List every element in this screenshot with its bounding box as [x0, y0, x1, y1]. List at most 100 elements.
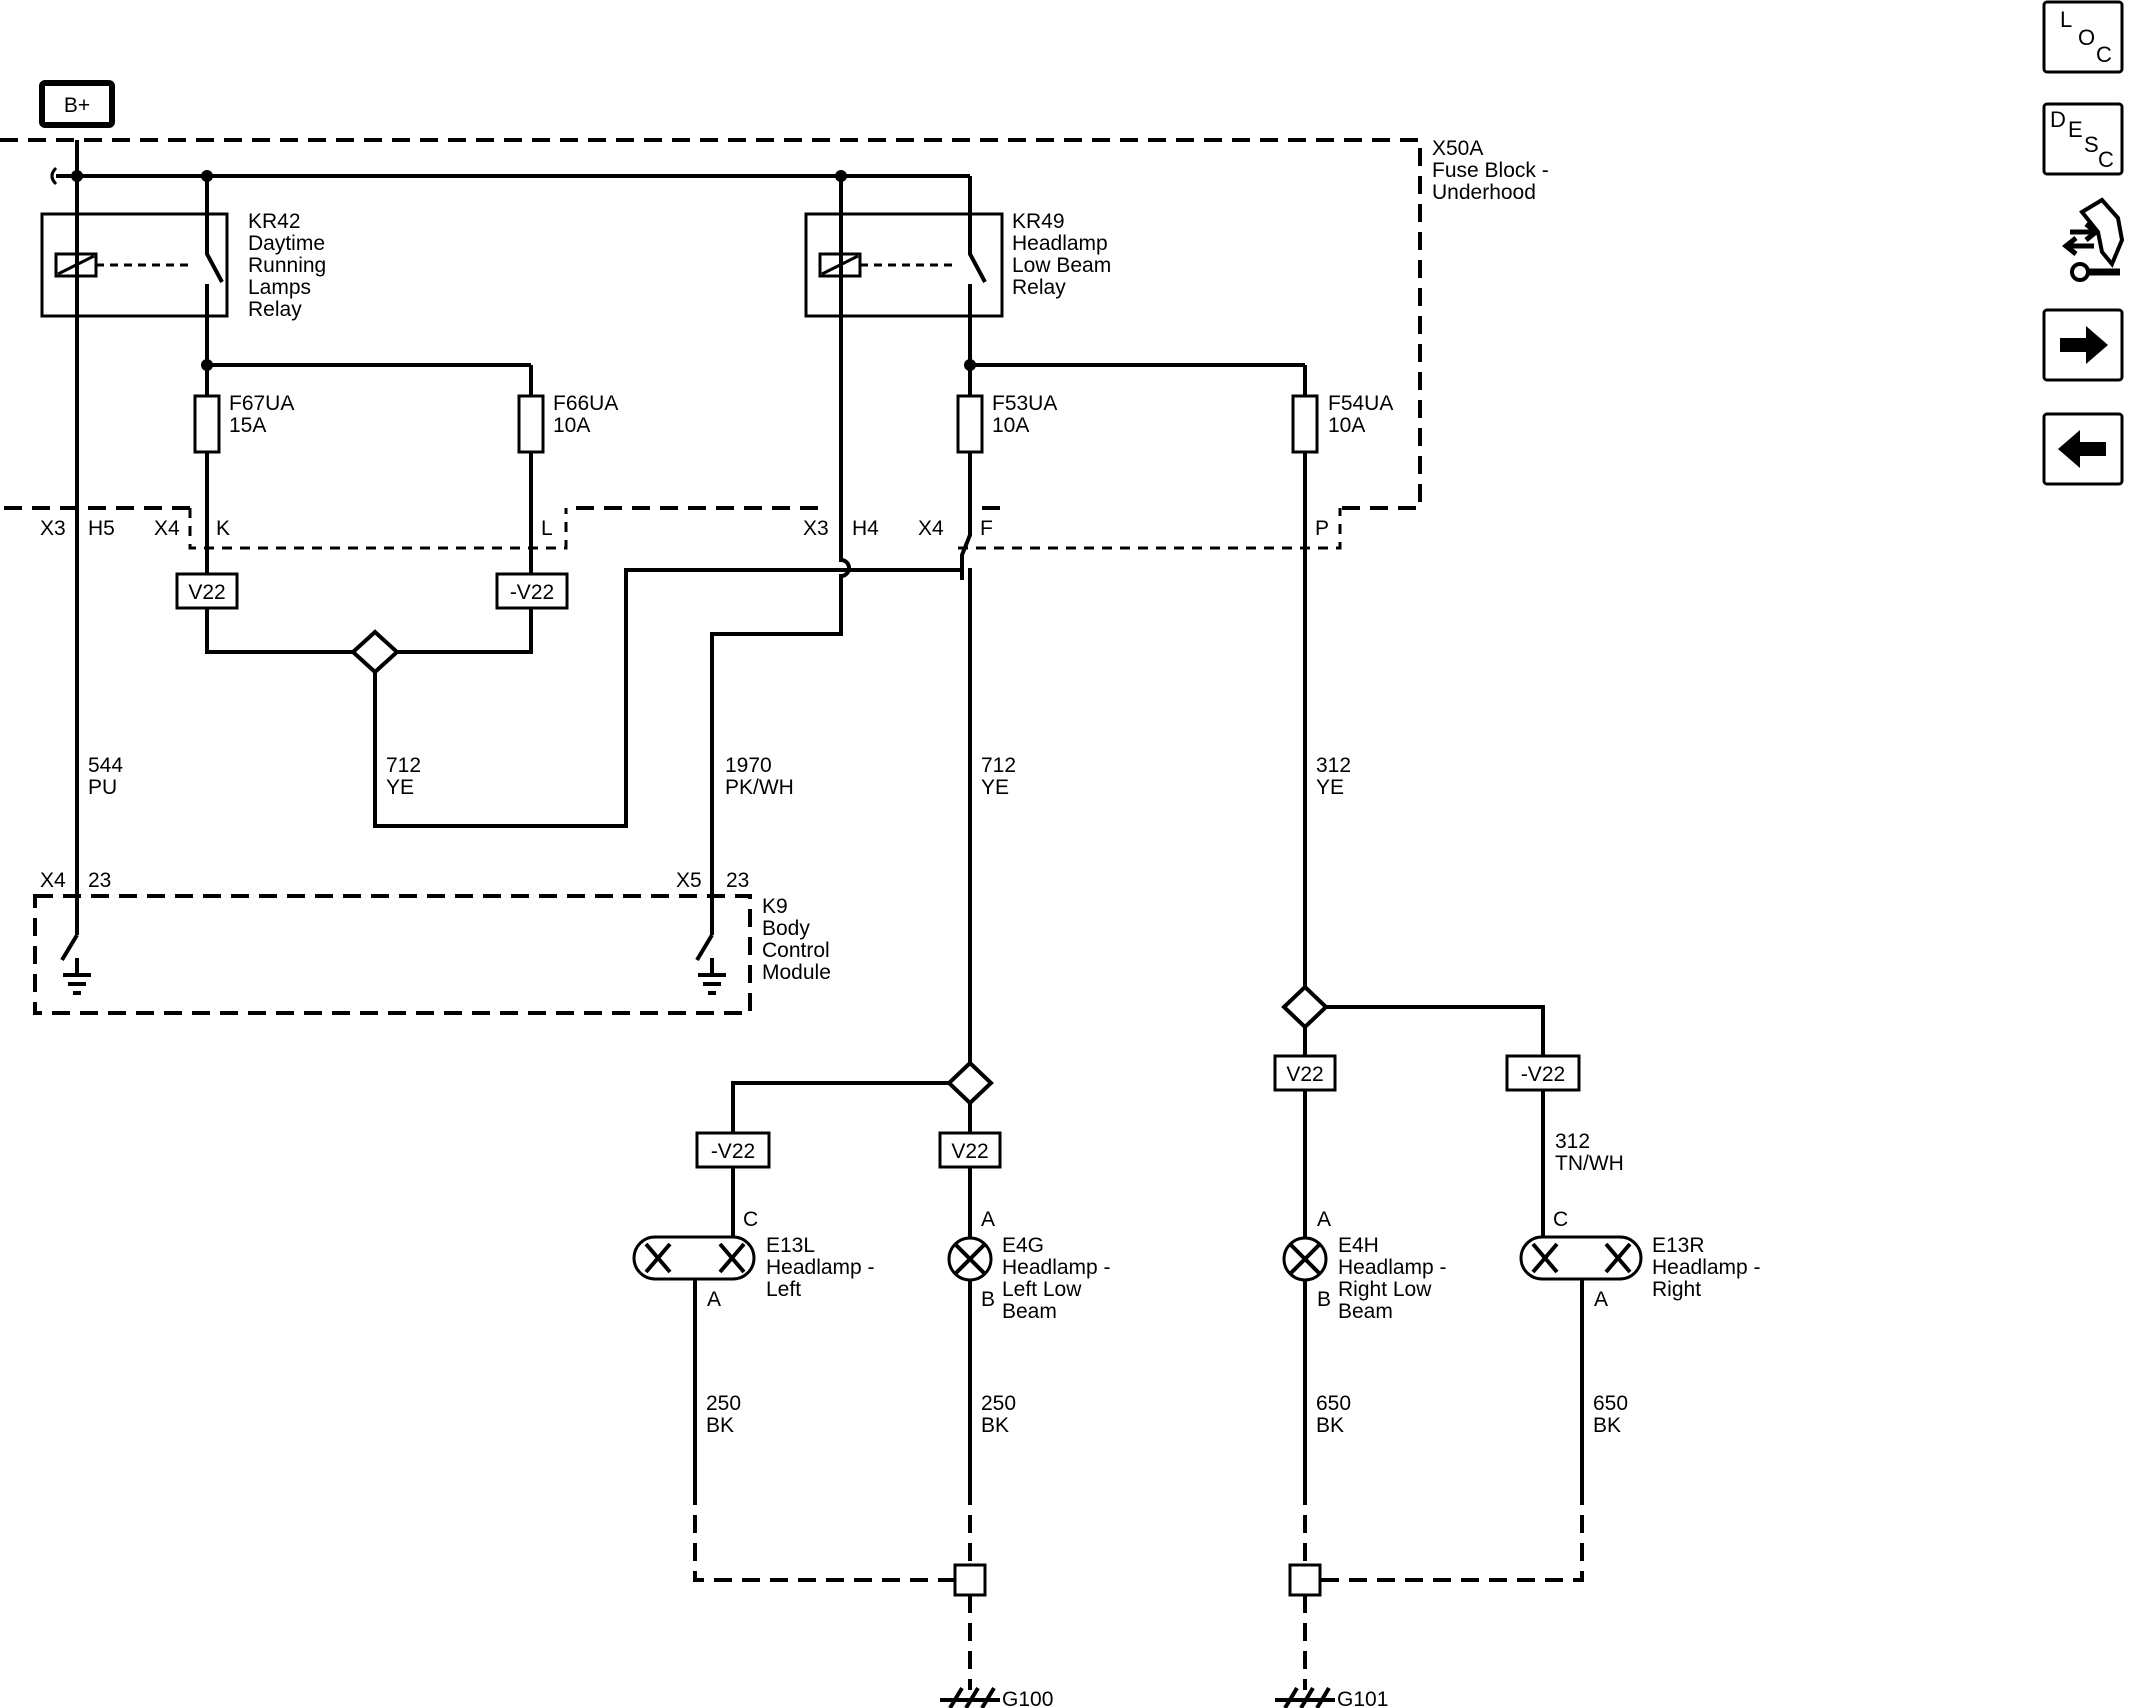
svg-text:312: 312	[1555, 1130, 1590, 1153]
svg-text:650: 650	[1316, 1392, 1351, 1415]
svg-text:Running: Running	[248, 254, 326, 277]
svg-text:250: 250	[981, 1392, 1016, 1415]
fuse-f66ua-rating: 10A	[553, 414, 590, 437]
arrow-right-icon	[2060, 326, 2108, 364]
fuse-f66ua-id: F66UA	[553, 392, 618, 415]
splice-diamond-3	[1281, 984, 1329, 1030]
lamp-e13r-id: E13R	[1652, 1234, 1705, 1257]
option-not-v22-left: -V22	[495, 572, 569, 610]
svg-text:L: L	[2060, 7, 2072, 32]
splice-diamond-2	[946, 1060, 994, 1106]
splice-diamond-1	[350, 629, 400, 675]
svg-text:V22: V22	[1286, 1063, 1323, 1086]
svg-text:YE: YE	[981, 776, 1009, 799]
svg-text:YE: YE	[386, 776, 414, 799]
fuse-f54ua-id: F54UA	[1328, 392, 1393, 415]
connector-x4-kl	[188, 508, 568, 550]
svg-text:650: 650	[1593, 1392, 1628, 1415]
lamp-e4g-id: E4G	[1002, 1234, 1044, 1257]
fuse-f54ua-icon	[1291, 394, 1319, 454]
svg-text:PK/WH: PK/WH	[725, 776, 794, 799]
fuse-block-outline	[0, 138, 1422, 510]
svg-text:-V22: -V22	[711, 1140, 755, 1163]
relay-kr42-switch-icon	[205, 176, 224, 365]
svg-text:A: A	[707, 1288, 721, 1311]
fuse-block-label-2: Underhood	[1432, 181, 1536, 204]
lamp-e13r-icon	[1519, 1235, 1643, 1281]
fuse-f67ua-id: F67UA	[229, 392, 294, 415]
svg-text:X4: X4	[918, 517, 944, 540]
next-page-button[interactable]	[2042, 308, 2124, 382]
fuse-f53ua-icon	[956, 394, 984, 454]
svg-text:Headlamp -: Headlamp -	[1338, 1256, 1447, 1279]
bcm-switch-2-icon	[695, 933, 714, 962]
description-button[interactable]: D E S C	[2042, 102, 2124, 176]
svg-text:Right Low: Right Low	[1338, 1278, 1432, 1301]
previous-page-button[interactable]	[2042, 412, 2124, 486]
svg-text:YE: YE	[1316, 776, 1344, 799]
svg-text:B: B	[1317, 1288, 1331, 1311]
svg-text:BK: BK	[1593, 1414, 1621, 1437]
bcm-switch-1-icon	[60, 933, 79, 962]
svg-text:V22: V22	[188, 581, 225, 604]
svg-text:E: E	[2068, 117, 2083, 142]
svg-text:Beam: Beam	[1002, 1300, 1057, 1323]
svg-text:O: O	[2078, 25, 2095, 50]
ground-collector-left	[693, 1487, 972, 1582]
svg-text:Relay: Relay	[248, 298, 302, 321]
option-v22-e4g: V22	[938, 1131, 1002, 1169]
svg-text:V22: V22	[951, 1140, 988, 1163]
svg-text:X5: X5	[676, 869, 702, 892]
svg-text:L: L	[541, 517, 553, 540]
svg-text:PU: PU	[88, 776, 117, 799]
svg-text:23: 23	[88, 869, 111, 892]
option-not-v22-e13r: -V22	[1505, 1054, 1581, 1092]
svg-text:712: 712	[386, 754, 421, 777]
svg-text:A: A	[1594, 1288, 1608, 1311]
svg-text:C: C	[2096, 42, 2112, 67]
ground-g101-label: G101	[1337, 1688, 1388, 1708]
location-button[interactable]: L O C	[2042, 0, 2124, 74]
svg-text:C: C	[743, 1208, 758, 1231]
svg-text:-V22: -V22	[1521, 1063, 1565, 1086]
lamp-e13l-id: E13L	[766, 1234, 815, 1257]
svg-text:Left Low: Left Low	[1002, 1278, 1082, 1301]
svg-text:A: A	[1317, 1208, 1331, 1231]
svg-text:C: C	[1553, 1208, 1568, 1231]
svg-text:TN/WH: TN/WH	[1555, 1152, 1624, 1175]
svg-text:Headlamp: Headlamp	[1012, 232, 1108, 255]
fuse-f54ua-rating: 10A	[1328, 414, 1365, 437]
svg-text:Beam: Beam	[1338, 1300, 1393, 1323]
ground-collector-right	[1303, 1487, 1584, 1582]
svg-text:Headlamp -: Headlamp -	[766, 1256, 875, 1279]
relay-kr49-id: KR49	[1012, 210, 1065, 233]
ground-splice-g101	[1288, 1563, 1322, 1597]
fuse-f53ua-id: F53UA	[992, 392, 1057, 415]
svg-text:Headlamp -: Headlamp -	[1652, 1256, 1761, 1279]
svg-text:X4: X4	[40, 869, 66, 892]
svg-text:H4: H4	[852, 517, 879, 540]
svg-text:Relay: Relay	[1012, 276, 1066, 299]
svg-text:23: 23	[726, 869, 749, 892]
connector-x4-fp	[958, 508, 1342, 550]
ground-g100-label: G100	[1002, 1688, 1053, 1708]
ground-g100-icon	[940, 1686, 1000, 1708]
bcm-outline	[33, 894, 752, 1015]
fuse-f67ua-icon	[193, 394, 221, 454]
svg-text:BK: BK	[706, 1414, 734, 1437]
svg-text:X3: X3	[40, 517, 66, 540]
lamp-e4h-icon	[1282, 1236, 1328, 1282]
wire-712-upper	[373, 568, 962, 828]
svg-text:Right: Right	[1652, 1278, 1701, 1301]
relay-kr49-switch-icon	[968, 176, 987, 365]
svg-text:X4: X4	[154, 517, 180, 540]
svg-text:-V22: -V22	[510, 581, 554, 604]
svg-text:Headlamp -: Headlamp -	[1002, 1256, 1111, 1279]
wire-1970	[710, 176, 851, 935]
svg-text:Control: Control	[762, 939, 830, 962]
connector-wrench-icon[interactable]	[2061, 197, 2125, 282]
fuse-block-id: X50A	[1432, 137, 1483, 160]
svg-text:BK: BK	[1316, 1414, 1344, 1437]
lamp-e13l-icon	[632, 1235, 756, 1281]
